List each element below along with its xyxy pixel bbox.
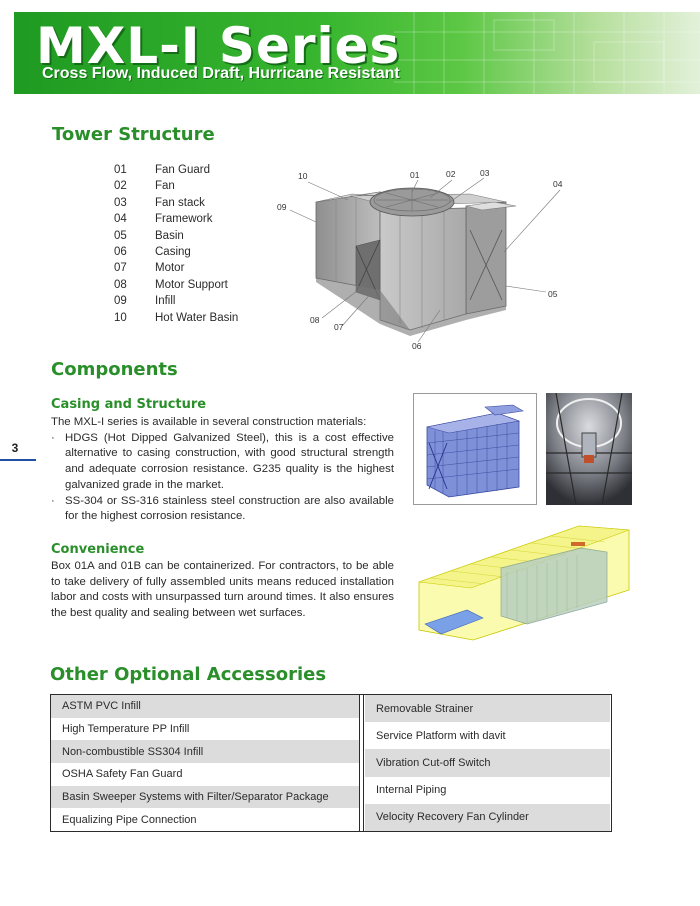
table-row: Non-combustible SS304 Infill [51, 740, 360, 764]
fan-interior-photo [546, 393, 632, 505]
list-item: ·HDGS (Hot Dipped Galvanized Steel), thi… [51, 431, 394, 491]
header-banner: MXL-I Series Cross Flow, Induced Draft, … [14, 12, 700, 94]
table-row: Vibration Cut-off Switch [365, 749, 610, 777]
callout-09: 09 [277, 202, 287, 212]
casing-heading: Casing and Structure [51, 397, 207, 412]
callout-02: 02 [446, 169, 456, 179]
tower-structure-heading: Tower Structure [52, 124, 215, 145]
callout-08: 08 [310, 315, 320, 325]
callout-06: 06 [412, 341, 422, 351]
list-item: ·SS-304 or SS-316 stainless steel constr… [51, 494, 394, 523]
convenience-heading: Convenience [51, 542, 145, 557]
table-row: OSHA Safety Fan Guard [51, 763, 360, 786]
callout-10: 10 [298, 171, 308, 181]
table-row: Removable Strainer [365, 695, 610, 723]
page-number: 3 [11, 441, 19, 455]
table-row: High Temperature PP Infill [51, 717, 360, 741]
table-row: Service Platform with davit [365, 722, 610, 750]
bullet-mark: · [51, 494, 55, 507]
table-row: Equalizing Pipe Connection [51, 808, 360, 832]
casing-intro: The MXL-I series is available in several… [51, 416, 367, 428]
page-title: MXL-I Series [36, 17, 401, 75]
tower-diagram: 10 01 02 03 04 09 05 08 07 06 [277, 168, 563, 351]
table-row: Internal Piping [365, 776, 610, 804]
casing-body: The MXL-I series is available in several… [51, 415, 394, 525]
bullet-mark: · [51, 431, 55, 444]
convenience-body: Box 01A and 01B can be containerized. Fo… [51, 560, 394, 620]
callout-07: 07 [334, 322, 344, 332]
table-row: ASTM PVC Infill [51, 695, 360, 718]
table-row: Basin Sweeper Systems with Filter/Separa… [51, 785, 360, 809]
column-divider [359, 695, 364, 831]
accessories-heading: Other Optional Accessories [50, 664, 327, 685]
components-heading: Components [51, 359, 178, 380]
callout-03: 03 [480, 168, 490, 178]
accessories-left-column: ASTM PVC Infill High Temperature PP Infi… [51, 695, 360, 832]
callout-04: 04 [553, 179, 563, 189]
callout-01: 01 [410, 170, 420, 180]
page-subtitle: Cross Flow, Induced Draft, Hurricane Res… [42, 65, 400, 82]
page-number-rule [0, 459, 36, 461]
container-render-image [418, 525, 630, 641]
callout-05: 05 [548, 289, 558, 299]
casing-render-image [413, 393, 537, 505]
accessories-right-column: Removable Strainer Service Platform with… [365, 695, 610, 831]
banner-grid-pattern [394, 12, 700, 94]
accessories-table: ASTM PVC Infill High Temperature PP Infi… [50, 694, 612, 832]
table-row: Velocity Recovery Fan Cylinder [365, 803, 610, 831]
